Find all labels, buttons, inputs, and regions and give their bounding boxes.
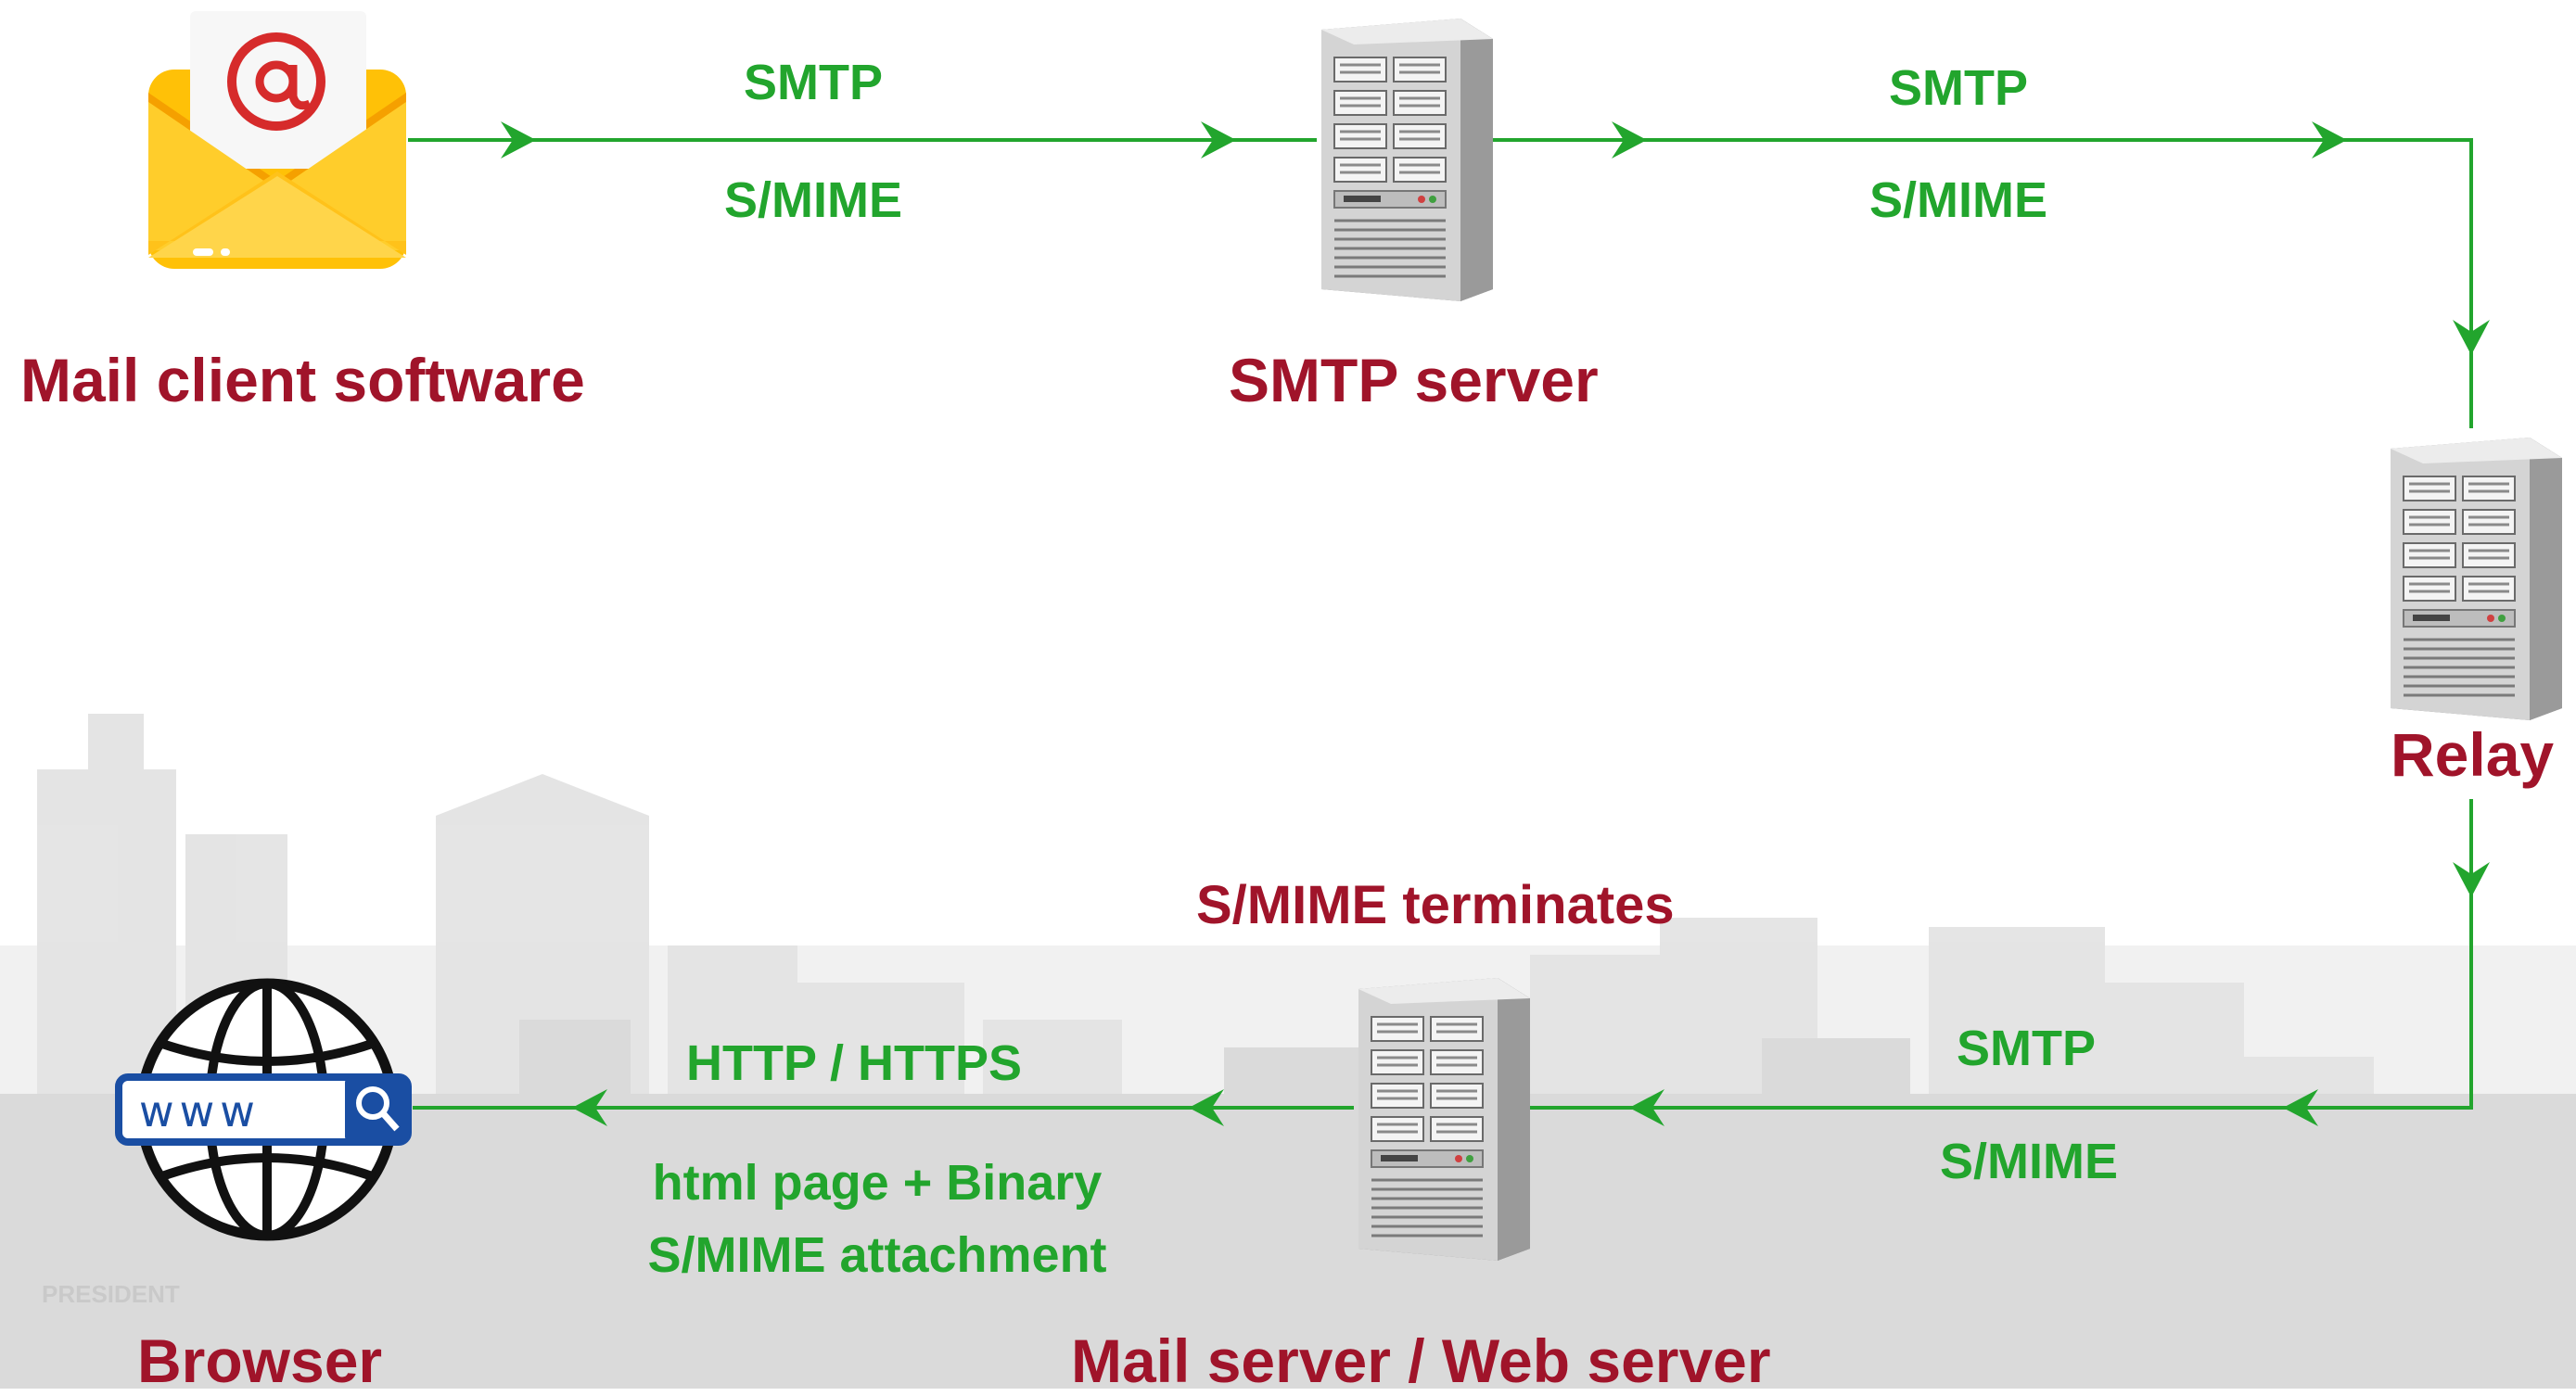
link-protocol-label: SMTP (1956, 1021, 2097, 1076)
smtp-server-icon (1320, 17, 1495, 303)
smime-terminates-note: S/MIME terminates (1196, 875, 1675, 935)
mail-client-label: Mail client software (20, 346, 585, 414)
mail-web-server-label: Mail server / Web server (1071, 1326, 1771, 1395)
arrowhead (2453, 320, 2490, 355)
link-protocol-label: SMTP (1888, 60, 2029, 116)
link-payload-label: html page + Binary (652, 1155, 1103, 1211)
flow-arrowheads (501, 121, 2490, 1126)
arrowhead (572, 1089, 607, 1126)
link-protocol-label: SMTP (743, 55, 884, 110)
arrowhead (2283, 1089, 2318, 1126)
arrowhead (2453, 862, 2490, 897)
arrowhead (501, 121, 536, 159)
globe-www-icon: www (115, 978, 412, 1241)
link-security-label: S/MIME (1868, 172, 2048, 228)
browser-url-text: www (139, 1086, 261, 1136)
link-security-label: S/MIME (1939, 1134, 2119, 1189)
arrowhead (1201, 121, 1236, 159)
link-payload-label: S/MIME attachment (647, 1227, 1107, 1283)
arrowhead (2312, 121, 2347, 159)
browser-label: Browser (137, 1326, 383, 1395)
background-watermark-text: PRESIDENT (42, 1280, 180, 1308)
email-envelope-icon (148, 11, 406, 269)
link-security-label: S/MIME (723, 172, 903, 228)
arrowhead (1189, 1089, 1224, 1126)
mail-web-server-icon (1357, 976, 1532, 1263)
relay-label: Relay (2391, 720, 2555, 789)
connector-relay-to-mailserver (1521, 799, 2473, 1110)
arrowhead (1629, 1089, 1664, 1126)
relay-server-icon (2389, 436, 2564, 722)
smtp-server-label: SMTP server (1229, 346, 1599, 414)
link-protocol-label: HTTP / HTTPS (685, 1035, 1023, 1091)
arrowhead (1612, 121, 1647, 159)
city-skyline-background: PRESIDENT (0, 714, 2576, 1389)
